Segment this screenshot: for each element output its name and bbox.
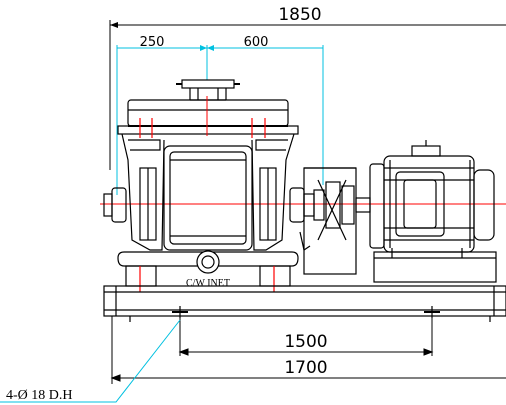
dimension-label-250: 250 xyxy=(140,35,165,50)
electric-motor xyxy=(355,140,497,283)
dimension-label-600: 600 xyxy=(244,35,269,50)
inlet-label: C/W INET xyxy=(186,278,230,289)
dimension-1500 xyxy=(178,318,434,356)
dimension-label-1700: 1700 xyxy=(284,358,327,378)
mounting-hole-leader xyxy=(0,319,181,403)
base-frame xyxy=(103,285,506,322)
mounting-hole-label: 4-Ø 18 D.H xyxy=(6,388,73,403)
dimension-1700 xyxy=(110,316,506,384)
dimension-label-1850: 1850 xyxy=(278,5,321,25)
dimension-250-600 xyxy=(116,45,324,195)
dimension-1850: 1850 xyxy=(109,5,506,170)
coupling-guard xyxy=(299,167,357,275)
vacuum-pump xyxy=(103,79,315,292)
dimension-label-1500: 1500 xyxy=(284,332,327,352)
